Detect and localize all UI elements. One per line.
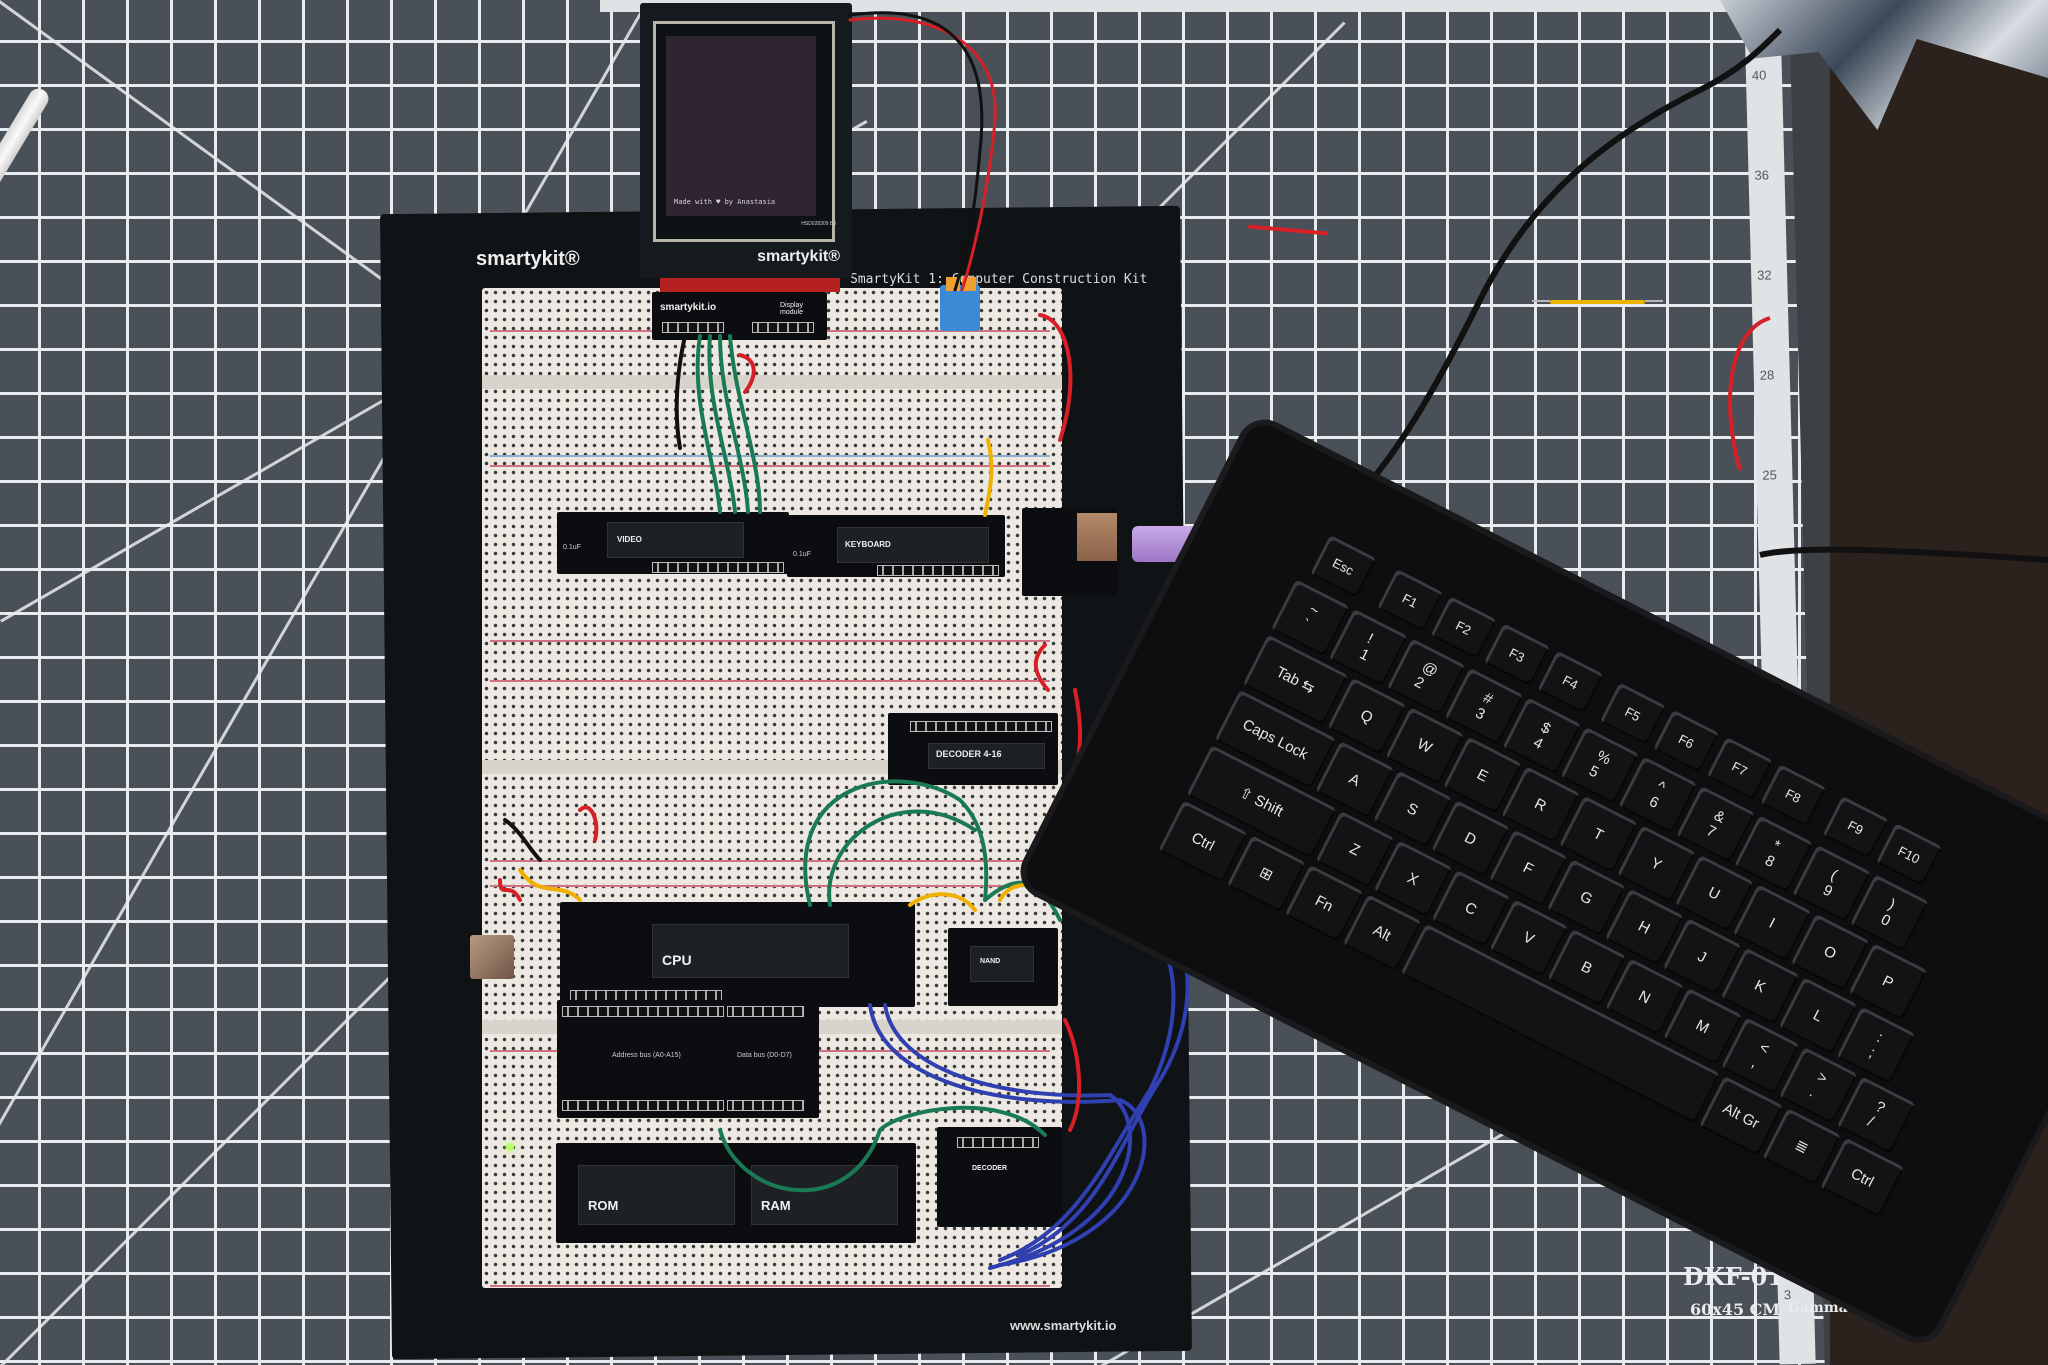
display-logo: smartykit® [757,248,840,265]
keyboard-controller-module: KEYBOARD 0.1uF [787,515,1005,577]
key-f8[interactable]: F8 [1760,764,1827,827]
key-esc[interactable]: Esc [1310,534,1377,598]
rom-chip [578,1165,735,1225]
ps2-socket [1077,513,1117,561]
keyboard-chip [837,527,989,563]
power-rail [490,1285,1050,1287]
pin-header [877,565,999,576]
key-f4[interactable]: F4 [1537,650,1604,714]
capacitor-label: 0.1uF [563,544,581,551]
key-f6[interactable]: F6 [1653,709,1720,773]
pin-header [957,1137,1039,1148]
wire-lead [1645,300,1663,302]
power-led [506,1143,514,1151]
module-label: DECODER [972,1165,1008,1172]
ground-rail [490,455,1050,457]
power-rail [490,640,1050,642]
part-number: HSD028309 B3 [801,221,836,227]
pin-header [662,322,724,333]
cpu-module: CPU [560,902,915,1007]
module-label: CPU [662,952,692,968]
display-module: Made with ♥ by Anastasia HSD028309 B3 sm… [640,3,852,278]
wire-lead [1532,300,1550,302]
pin-header [910,721,1052,732]
bus-module: Address bus (A0-A15) Data bus (D0-D7) [557,1000,819,1118]
display-frame: Made with ♥ by Anastasia [653,21,835,242]
capacitor-label: 0.1uF [793,551,811,558]
pin-header [652,562,784,573]
mat-size: 60x45 CM [1690,1300,1781,1319]
decoder-chip [928,743,1045,769]
module-label: NAND [980,958,1001,965]
pin-header [752,322,814,333]
key-f7[interactable]: F7 [1706,736,1773,800]
loose-yellow-wire [1550,300,1645,304]
pin-header [727,1100,804,1111]
pin-header [562,1006,724,1017]
pcb-label: smartykit.io [660,302,717,313]
top-ruler [600,0,1740,12]
decoder-module: DECODER [937,1127,1062,1227]
breadboard-channel [482,375,1062,389]
ram-chip [751,1165,898,1225]
module-label: DECODER 4-16 [936,749,1002,759]
key-f10[interactable]: F10 [1875,823,1943,886]
power-rail [490,860,1050,862]
power-rail [490,885,1050,887]
mat-model: DKF-01 [1683,1262,1784,1291]
pin-header [727,1006,804,1017]
power-rail [490,680,1050,682]
module-label: Display module [780,302,803,316]
pin-header [562,1100,724,1111]
key-f3[interactable]: F3 [1483,623,1551,687]
display-screen: Made with ♥ by Anastasia [666,36,816,216]
video-controller-module: VIDEO 0.1uF [557,512,789,574]
ram-label: RAM [761,1198,791,1213]
memory-module: ROM RAM [556,1143,916,1243]
breadboard [482,288,1062,1288]
data-bus-label: Data bus (D0-D7) [737,1052,792,1059]
key-f5[interactable]: F5 [1599,682,1667,746]
nand-chip [970,946,1034,982]
key-f9[interactable]: F9 [1822,795,1889,859]
address-bus-label: Address bus (A0-A15) [612,1052,681,1059]
display-pcb-edge [660,278,840,292]
video-chip [607,522,744,558]
display-adapter: smartykit.io Display module [652,292,827,340]
rom-label: ROM [588,1198,619,1213]
kit-logo: smartykit® [476,248,580,270]
reset-button[interactable] [470,935,514,979]
screen-message: Made with ♥ by Anastasia [674,198,776,206]
decoder-4-16-module: DECODER 4-16 [888,713,1058,785]
key-f2[interactable]: F2 [1430,596,1497,659]
kit-title: SmartyKit 1: Computer Construction Kit [850,272,1148,287]
ps2-port-module [1022,508,1117,596]
key-f1[interactable]: F1 [1376,568,1444,632]
cpu-chip [652,924,849,978]
nand-module: NAND [948,928,1058,1006]
power-rail [490,465,1050,467]
mat-brand: Gamma [1788,1300,1848,1316]
module-label: VIDEO [617,535,642,544]
module-label: KEYBOARD [845,540,891,549]
kit-url: www.smartykit.io [1010,1318,1117,1333]
